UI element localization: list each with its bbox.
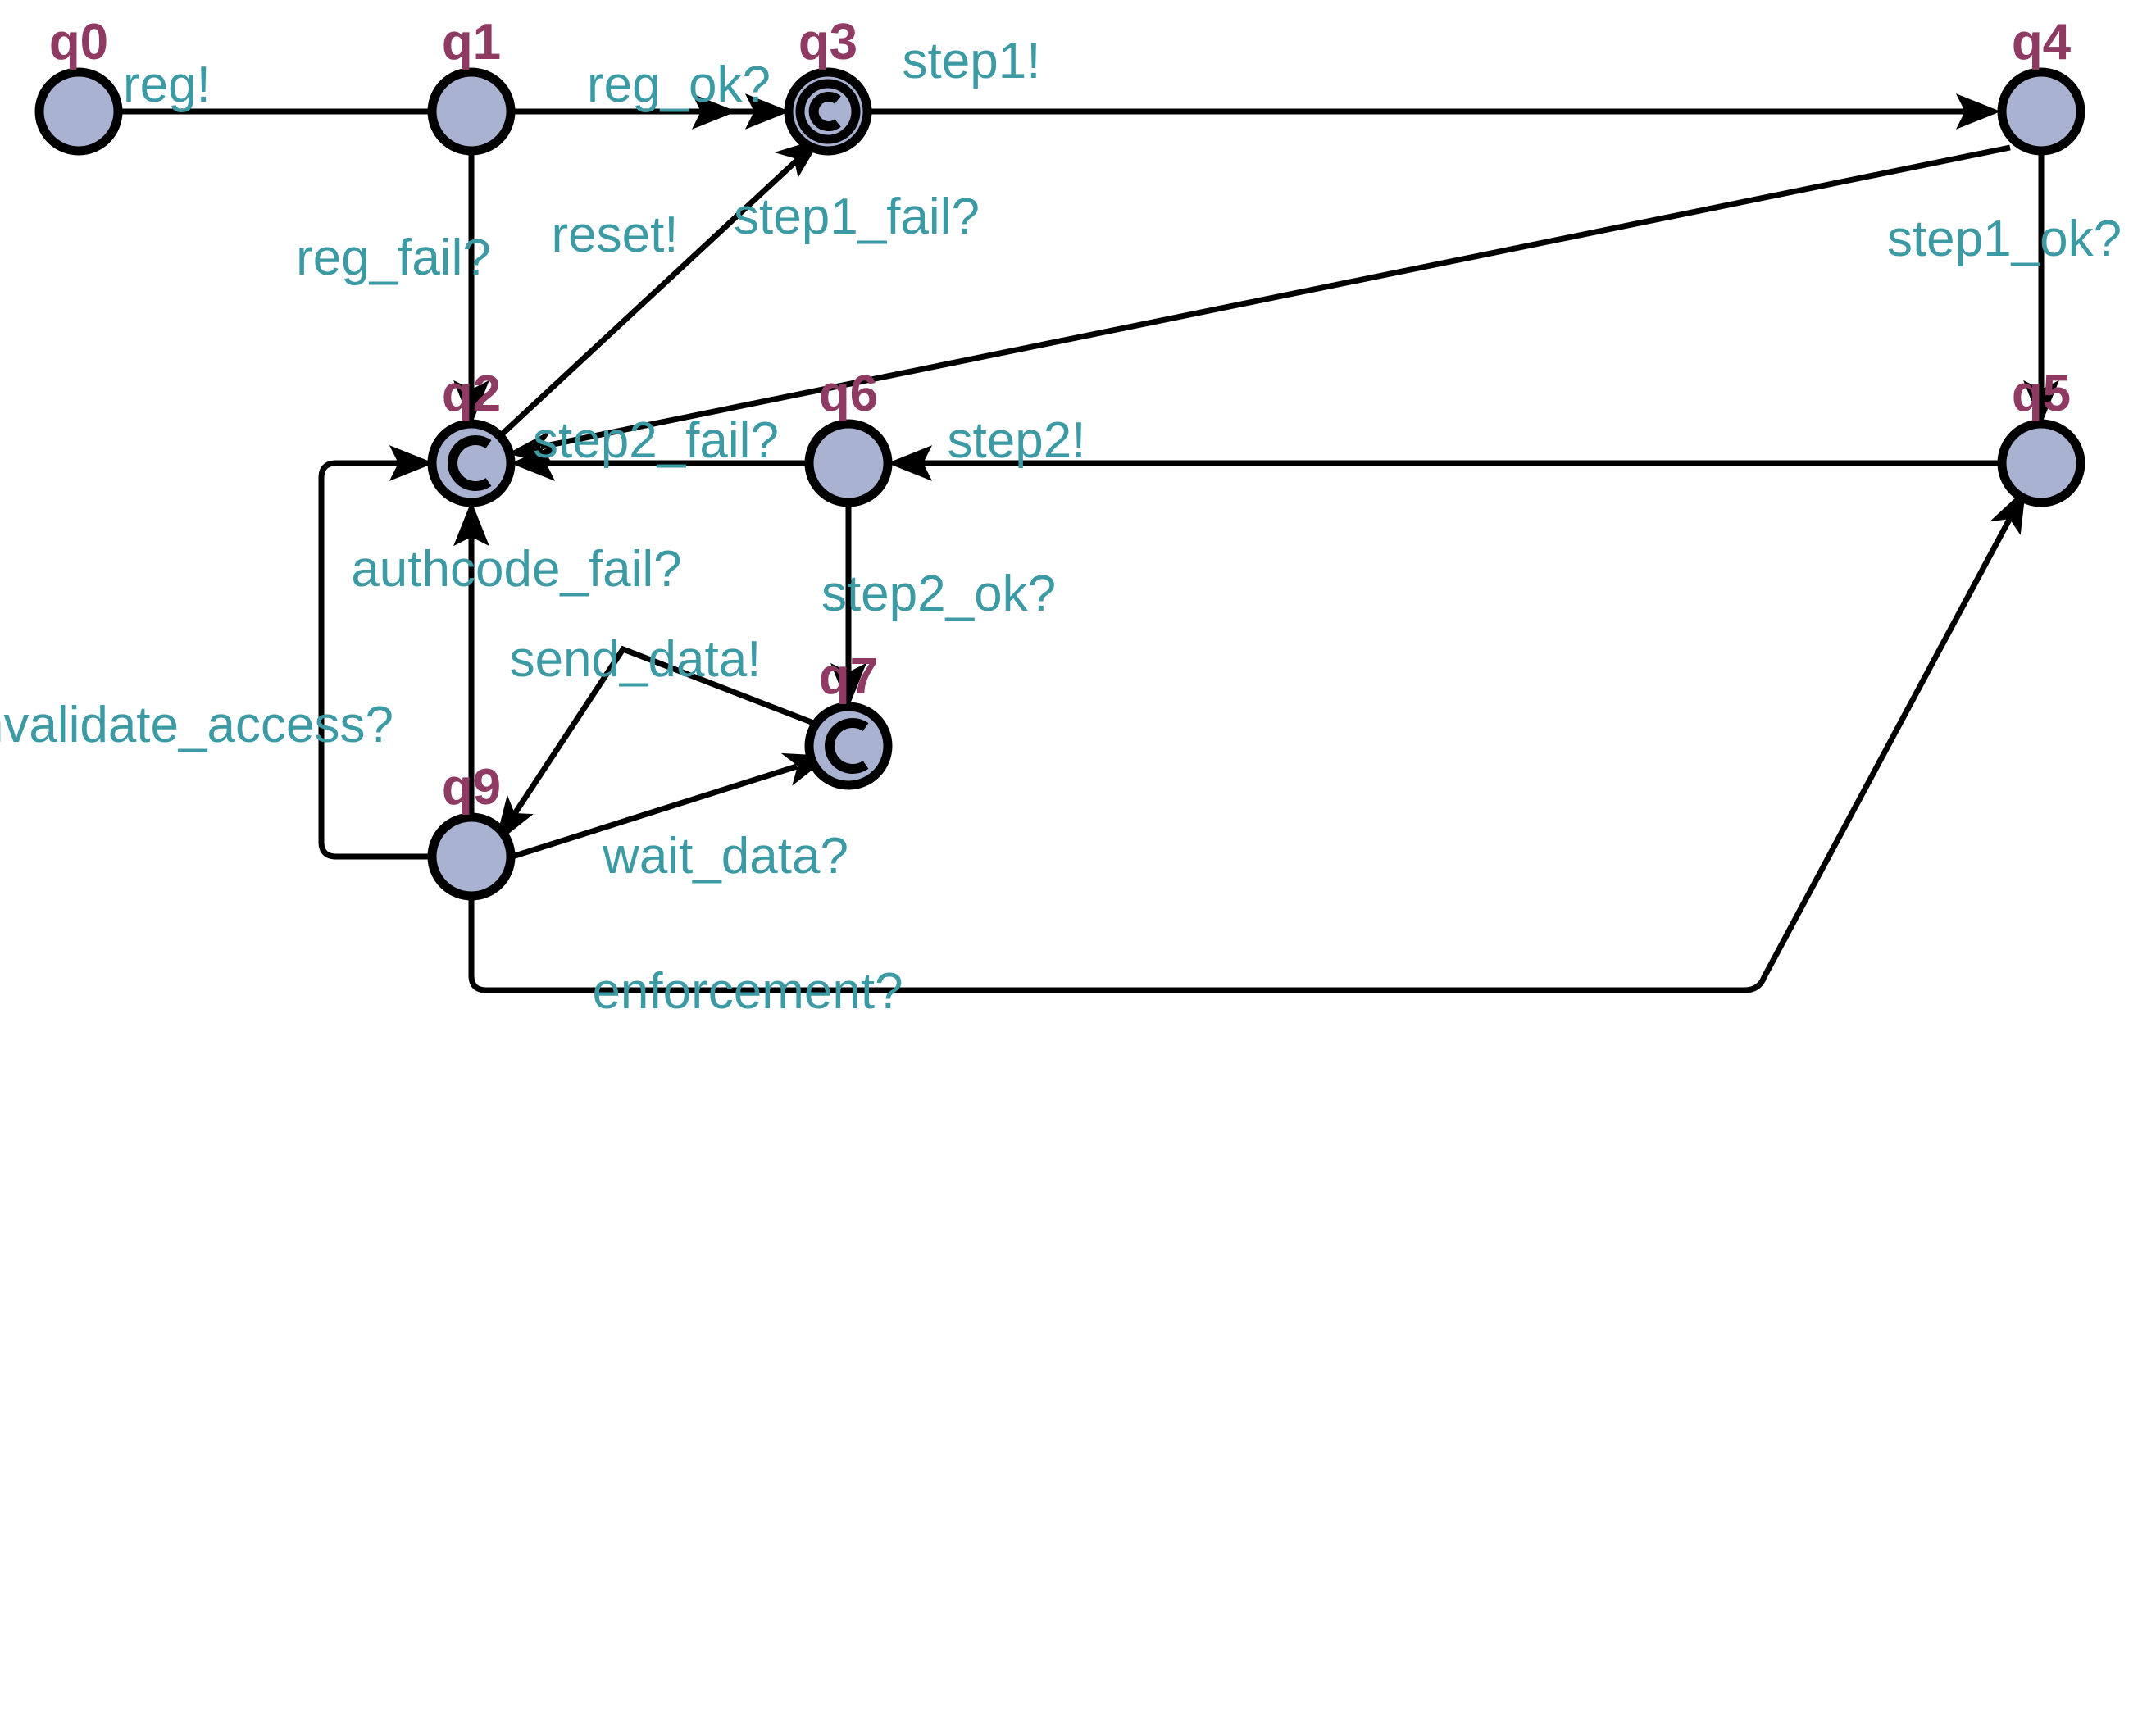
- state-node-q4[interactable]: q4: [1997, 14, 2085, 156]
- state-glyph-c-icon: [808, 92, 841, 131]
- transition-step2-fail[interactable]: [510, 445, 807, 481]
- edge-label-authcode-fail: authcode_fail?: [351, 541, 681, 598]
- state-node-q5[interactable]: q5: [1997, 366, 2085, 507]
- transition-invalidate-access[interactable]: [318, 445, 434, 860]
- arrow-head-icon: [1989, 488, 2026, 535]
- edge-label-invalidate-access: invalidate_access?: [0, 697, 393, 753]
- edge-label-enforcement: enforcement?: [592, 963, 903, 1020]
- transition-authcode-fail[interactable]: [453, 501, 489, 816]
- state-circle: [427, 67, 516, 156]
- state-node-q1[interactable]: q1: [427, 14, 516, 156]
- state-label-q3: q3: [798, 14, 857, 70]
- state-circle: [427, 419, 516, 507]
- state-label-q9: q9: [442, 759, 501, 816]
- edge-label-reset: reset!: [551, 207, 678, 263]
- edge-path: [510, 645, 821, 819]
- arrow-head-icon: [2023, 380, 2059, 425]
- edge-path: [318, 460, 430, 860]
- transition-step2[interactable]: [887, 445, 2000, 481]
- state-node-q2[interactable]: q2: [427, 366, 516, 507]
- transition-reg-ok[interactable]: [512, 93, 790, 130]
- edge-label-step2-fail: step2_fail?: [533, 412, 779, 469]
- edge-label-step1: step1!: [903, 33, 1041, 89]
- edge-label-step2-ok: step2_ok?: [821, 566, 1056, 622]
- state-label-q7: q7: [819, 648, 878, 705]
- state-circle: [804, 419, 893, 507]
- state-label-q1: q1: [442, 14, 501, 70]
- state-node-q0[interactable]: q0: [34, 14, 123, 156]
- state-label-q2: q2: [442, 366, 501, 422]
- state-label-q5: q5: [2012, 366, 2071, 422]
- arrow-head-icon: [389, 445, 434, 481]
- edge-label-reg-fail: reg_fail?: [296, 230, 491, 286]
- transition-enforcement[interactable]: [468, 488, 2026, 993]
- state-circle: [1997, 419, 2085, 507]
- transition-step1-ok[interactable]: [2023, 152, 2059, 425]
- edge-path: [468, 516, 2013, 993]
- edge-path: [511, 763, 798, 860]
- state-node-q9[interactable]: q9: [427, 759, 516, 901]
- edge-label-step1-fail: step1_fail?: [734, 189, 980, 245]
- state-glyph-c-icon: [825, 718, 869, 774]
- arrow-head-icon: [453, 380, 489, 425]
- state-circle: [1997, 67, 2085, 156]
- transition-step1[interactable]: [869, 93, 2001, 130]
- transition-step2-ok[interactable]: [830, 504, 866, 708]
- state-label-q6: q6: [819, 366, 878, 422]
- edge-label-step2: step2!: [948, 412, 1086, 469]
- edge-label-reg-ok: reg_ok?: [587, 57, 771, 113]
- edge-path: [499, 156, 802, 437]
- state-node-q3[interactable]: q3: [784, 14, 872, 156]
- arrow-head-icon: [830, 662, 866, 708]
- arrow-head-icon: [453, 501, 489, 547]
- arrow-head-icon: [510, 445, 556, 481]
- transition-reg-fail[interactable]: [453, 152, 489, 425]
- arrow-head-icon: [1955, 93, 2001, 130]
- arrow-head-icon: [887, 445, 933, 481]
- edge-path: [540, 144, 2011, 450]
- state-circle: [34, 67, 123, 156]
- state-glyph-c-icon: [448, 435, 492, 491]
- state-node-q7[interactable]: q7: [804, 648, 893, 790]
- edge-label-send-data: send_data!: [510, 631, 762, 688]
- state-label-q0: q0: [49, 14, 108, 70]
- state-circle: [427, 812, 516, 901]
- arrow-head-icon: [744, 93, 790, 130]
- accepting-inner-circle: [795, 79, 861, 144]
- state-label-q4: q4: [2012, 14, 2072, 70]
- state-node-q6[interactable]: q6: [804, 366, 893, 507]
- state-circle: [804, 702, 893, 790]
- edge-label-wait-data: wait_data?: [602, 828, 848, 884]
- edge-label-reg: reg!: [123, 57, 211, 113]
- transition-reset[interactable]: [499, 138, 822, 437]
- edge-label-step1-ok: step1_ok?: [1887, 211, 2122, 267]
